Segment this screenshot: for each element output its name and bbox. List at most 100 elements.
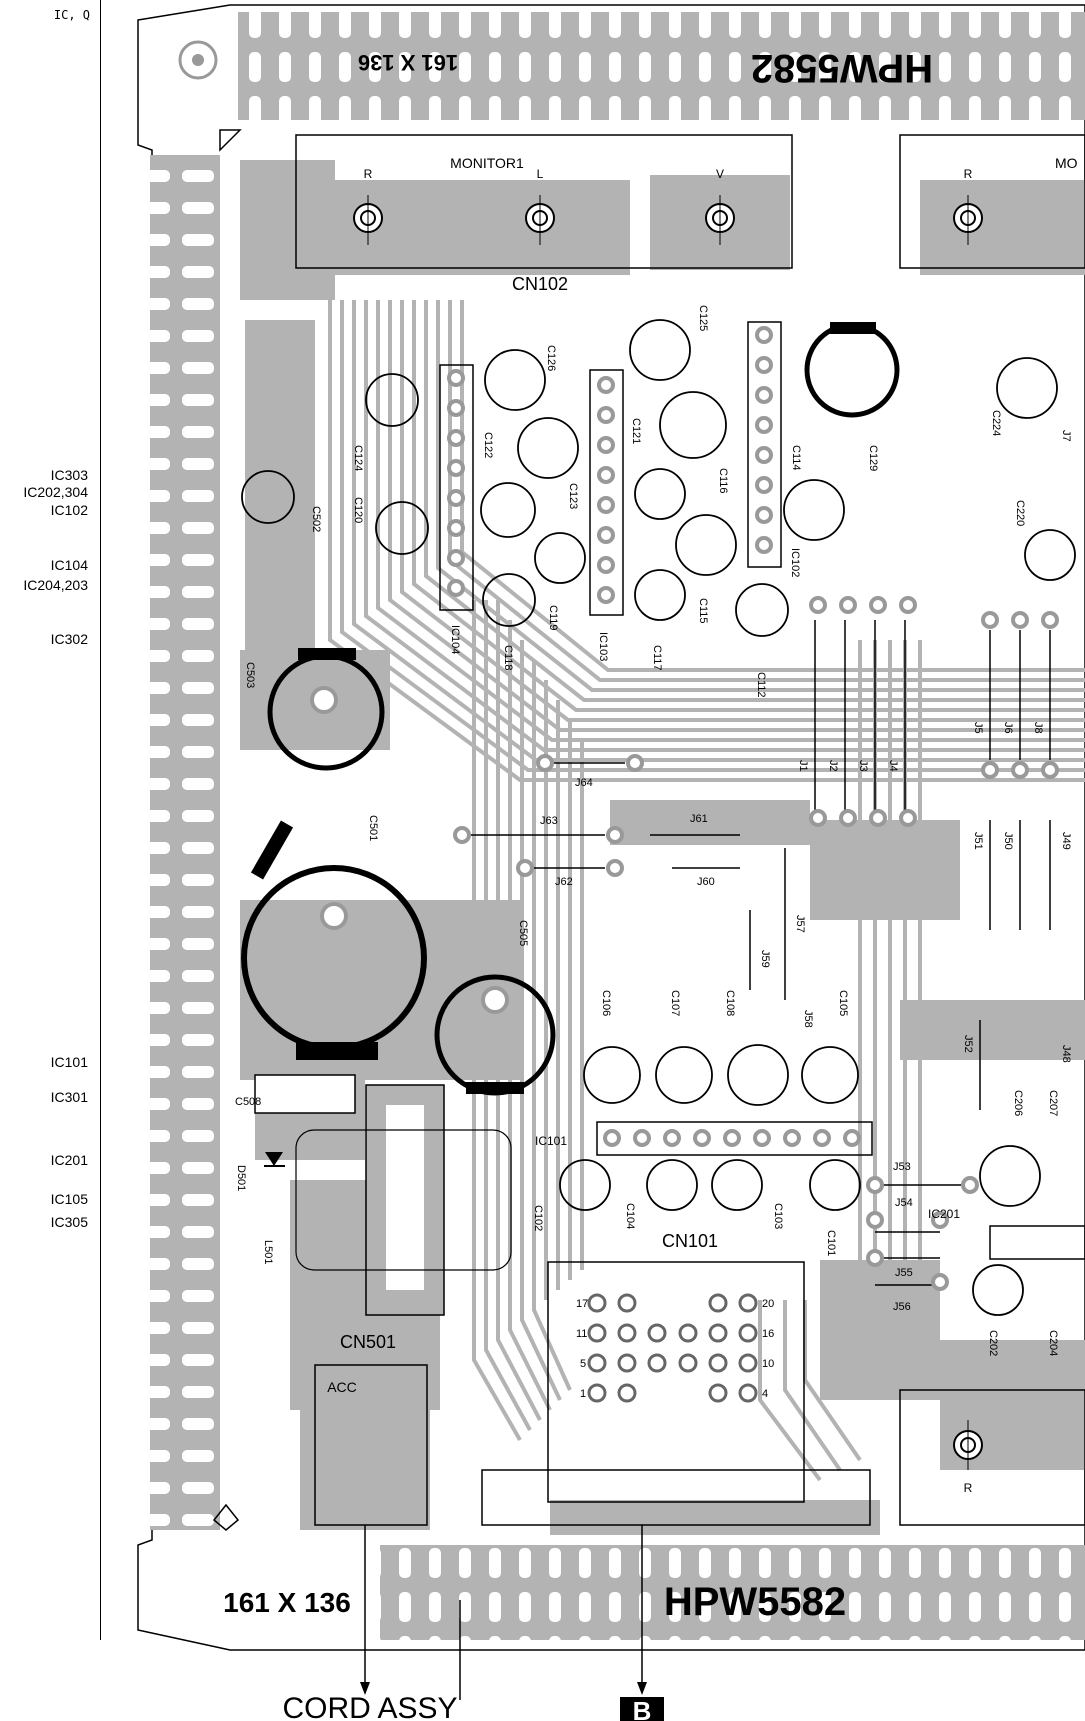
cn101-pin-numbers: 17 20 11 16 5 10 1 4 [576,1298,774,1400]
cn101-pins [587,1293,758,1403]
index-label: IC302 [50,631,88,647]
ref-c114: C114 [790,445,802,470]
c508-outline [254,1074,356,1114]
ref-j8: J8 [1032,722,1044,734]
monitor1-outline [295,134,793,269]
ref-l501: L501 [262,1240,274,1264]
ic103-outline [589,369,624,616]
index-label: IC102 [50,502,88,518]
board-outline [137,4,1085,1651]
ic101-outline [596,1121,873,1156]
ref-c207: C207 [1047,1090,1059,1116]
index-label: IC202,304 [23,484,88,500]
left-slots [150,155,220,1530]
ref-j54: J54 [895,1197,913,1209]
cn101-label: CN101 [662,1231,718,1251]
ref-j4: J4 [887,760,899,772]
jumper-refs: J64 J63 J62 J61 J60 J59 J58 J57 J1 J2 J3… [540,430,1072,1313]
index-label: IC201 [50,1152,88,1168]
ref-c116: C116 [717,468,729,493]
jack-v-label: V [716,167,724,181]
c501-band [296,1042,378,1060]
ref-c108: C108 [724,990,736,1016]
ref-j51: J51 [972,832,984,850]
ref-c202: C202 [987,1330,999,1356]
pin-number-11: 11 [576,1328,587,1340]
index-label: IC104 [50,557,88,573]
cord-assy-label: CORD ASSY [282,1692,457,1721]
jack-r3-label: R [964,1481,973,1495]
corner-marker-icon [219,129,242,152]
ref-c204: C204 [1047,1330,1059,1356]
ref-j63: J63 [540,815,558,827]
ref-c112: C112 [755,672,767,697]
pin-number-17: 17 [576,1298,588,1310]
jack-r-icon [353,195,383,245]
arrow-down-icon [360,1682,370,1695]
ref-c129: C129 [867,445,879,471]
transformer-outline [295,1129,512,1271]
index-label: IC101 [50,1054,88,1070]
ref-c103: C103 [772,1203,784,1229]
ref-j6: J6 [1002,722,1014,734]
ref-j49: J49 [1060,832,1072,850]
ref-c115: C115 [697,598,709,623]
ref-j60: J60 [697,876,715,888]
ic201-label: IC201 [928,1207,960,1221]
ref-c505: C505 [517,920,529,946]
jack-l-icon [525,195,555,245]
ic-q-index-column: IC, Q IC303 IC202,304 IC102 IC104 IC204,… [0,0,101,1640]
ref-c105: C105 [837,990,849,1016]
jack-r2-icon [953,195,983,245]
ref-c104: C104 [624,1203,636,1229]
ref-ic103: IC103 [597,632,609,661]
ref-c119: C119 [547,605,559,630]
index-label: IC105 [50,1191,88,1207]
ref-d501: D501 [235,1165,247,1191]
monitor1-label: MONITOR1 [450,155,524,171]
ref-j59: J59 [759,950,771,968]
pin-number-16: 16 [762,1328,774,1340]
part-number-top: HPW5582 [751,46,933,90]
d502-body [250,820,294,880]
component-refs: C126 C125 C124 C122 C123 C121 C116 C114 … [235,305,1059,1356]
jack-r3-icon [953,1420,983,1470]
jumper-wires [459,620,1051,1700]
mounting-hole-center-icon [192,54,204,66]
ref-c224: C224 [990,410,1002,436]
trace-bundle [328,300,1085,1482]
jack-l-label: L [537,167,544,181]
b-marker-label: B [633,1696,652,1721]
board-size-bottom: 161 X 136 [223,1587,351,1618]
ref-c107: C107 [669,990,681,1016]
cn501-label: CN501 [340,1332,396,1352]
ic201-outline [989,1225,1085,1260]
c503-band [298,648,356,660]
ref-j64: J64 [575,777,593,789]
pin-number-1: 1 [580,1388,586,1400]
ic102-outline [747,321,782,568]
cn101-outline [547,1261,805,1503]
ref-c102: C102 [532,1205,544,1231]
ref-c126: C126 [545,345,557,371]
ref-c124: C124 [352,445,364,471]
ref-j2: J2 [827,760,839,772]
ref-c122: C122 [482,432,494,458]
mounting-hole-icon [178,40,218,80]
jack-r2-label: R [964,167,973,181]
diode-icon [265,1152,283,1166]
pin-number-5: 5 [580,1358,586,1370]
ref-j52: J52 [962,1035,974,1053]
jack-r-label: R [364,167,373,181]
arrow-down-icon [637,1682,647,1695]
index-header: IC, Q [53,8,90,22]
ref-j58: J58 [802,1010,814,1028]
index-label: IC305 [50,1214,88,1230]
cn102-label: CN102 [512,274,568,294]
ref-c502: C502 [310,506,322,532]
ref-c101: C101 [825,1230,837,1256]
ref-ic102: IC102 [789,548,801,577]
ref-c123: C123 [567,483,579,509]
ref-c206: C206 [1012,1090,1024,1116]
